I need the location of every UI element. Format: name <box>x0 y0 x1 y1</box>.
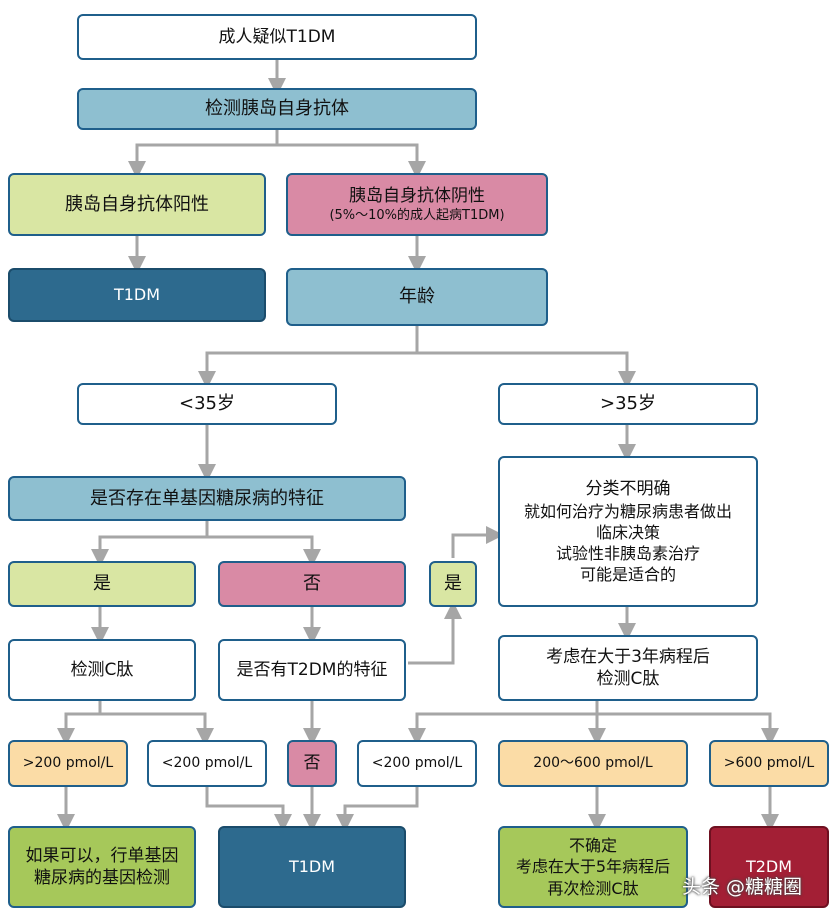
uncertain-line-3: 再次检测C肽 <box>547 878 639 898</box>
monogenic-question-node: 是否存在单基因糖尿病的特征 <box>8 476 406 521</box>
gt-200-node: >200 pmol/L <box>8 740 128 787</box>
age-node: 年龄 <box>286 268 548 326</box>
watermark: 头条 @糖糖圈 <box>682 876 803 898</box>
range-200-600-label: 200～600 pmol/L <box>533 755 653 772</box>
arrow-after3y-to-gt600 <box>597 712 779 746</box>
unclear-line-5: 可能是适合的 <box>579 564 676 584</box>
gene-test-node: 如果可以，行单基因 糖尿病的基因检测 <box>8 826 196 908</box>
test-antibody-label: 检测胰岛自身抗体 <box>205 98 349 120</box>
lt-200-right-node: <200 pmol/L <box>357 740 477 787</box>
start-label: 成人疑似T1DM <box>218 26 336 47</box>
range-200-600-node: 200～600 pmol/L <box>498 740 688 787</box>
arrow-after3y-to-lt200 <box>408 701 599 746</box>
arrow-lt200b-to-t1dm <box>336 787 419 832</box>
no-bottom-label: 否 <box>303 753 321 774</box>
no-node-left: 否 <box>218 561 406 607</box>
gene-test-line-1: 如果可以，行单基因 <box>25 845 179 866</box>
t1dm-result-top-label: T1DM <box>113 285 161 305</box>
unclear-line-4: 试验性非胰岛素治疗 <box>555 543 700 563</box>
arrow-age-to-over35 <box>417 351 636 389</box>
antibody-negative-node: 胰岛自身抗体阴性 (5%～10%的成人起病T1DM) <box>286 173 548 236</box>
antibody-positive-node: 胰岛自身抗体阳性 <box>8 173 266 236</box>
under-35-label: <35岁 <box>179 393 235 415</box>
gt-200-label: >200 pmol/L <box>22 755 114 772</box>
after-3y-c-peptide-node: 考虑在大于3年病程后 检测C肽 <box>498 635 758 701</box>
gt-600-label: >600 pmol/L <box>723 755 815 772</box>
t2dm-result-node: T2DM <box>709 826 829 908</box>
arrow-cpeptide-to-lt200 <box>100 712 214 746</box>
unclear-line-2: 就如何治疗为糖尿病患者做出 <box>523 501 732 521</box>
yes-node-right: 是 <box>429 561 477 607</box>
no-node-bottom: 否 <box>287 740 337 787</box>
lt-200-left-node: <200 pmol/L <box>147 740 267 787</box>
arrow-age-to-under35 <box>198 326 419 389</box>
gt-600-node: >600 pmol/L <box>709 740 829 787</box>
arrow-test-to-negative <box>277 143 426 179</box>
arrow-monogenic-to-no <box>207 535 321 567</box>
t2dm-features-question-node: 是否有T2DM的特征 <box>218 639 406 701</box>
t2dm-features-question-label: 是否有T2DM的特征 <box>236 659 388 680</box>
uncertain-line-2: 考虑在大于5年病程后 <box>515 857 671 877</box>
arrow-cpeptide-to-gt200 <box>57 701 102 746</box>
yes-left-label: 是 <box>93 573 111 595</box>
over-35-label: >35岁 <box>600 393 656 415</box>
unclear-line-1: 分类不明确 <box>585 479 671 500</box>
antibody-negative-label: 胰岛自身抗体阴性 <box>349 185 485 206</box>
antibody-positive-label: 胰岛自身抗体阳性 <box>65 193 209 215</box>
arrow-t2dm-question-to-yes <box>408 601 462 665</box>
lt-200-right-label: <200 pmol/L <box>371 755 463 772</box>
uncertain-node: 不确定 考虑在大于5年病程后 再次检测C肽 <box>498 826 688 908</box>
yes-node-left: 是 <box>8 561 196 607</box>
over-35-node: >35岁 <box>498 383 758 425</box>
start-node: 成人疑似T1DM <box>77 14 477 60</box>
arrow-test-to-positive <box>128 130 279 179</box>
uncertain-line-1: 不确定 <box>568 836 617 856</box>
yes-right-label: 是 <box>444 573 462 595</box>
no-left-label: 否 <box>303 573 321 595</box>
t1dm-result-bottom-label: T1DM <box>288 857 336 877</box>
age-label: 年龄 <box>399 286 435 308</box>
arrow-yes-to-unclear <box>451 526 504 558</box>
arrow-monogenic-to-yes <box>91 521 209 567</box>
test-c-peptide-node: 检测C肽 <box>8 639 196 701</box>
t1dm-result-top: T1DM <box>8 268 266 322</box>
test-c-peptide-label: 检测C肽 <box>70 659 134 680</box>
lt-200-left-label: <200 pmol/L <box>161 755 253 772</box>
test-antibody-node: 检测胰岛自身抗体 <box>77 88 477 130</box>
antibody-negative-note: (5%～10%的成人起病T1DM) <box>329 208 505 224</box>
t2dm-result-label: T2DM <box>745 857 793 877</box>
unclear-line-3: 临床决策 <box>595 522 660 542</box>
unclear-classification-node: 分类不明确 就如何治疗为糖尿病患者做出 临床决策 试验性非胰岛素治疗 可能是适合… <box>498 456 758 607</box>
monogenic-question-label: 是否存在单基因糖尿病的特征 <box>90 487 324 509</box>
arrow-lt200a-to-t1dm <box>205 787 292 832</box>
t1dm-result-bottom: T1DM <box>218 826 406 908</box>
after-3y-line-1: 考虑在大于3年病程后 <box>546 646 710 667</box>
under-35-node: <35岁 <box>77 383 337 425</box>
after-3y-line-2: 检测C肽 <box>596 669 660 689</box>
gene-test-line-2: 糖尿病的基因检测 <box>34 868 170 888</box>
